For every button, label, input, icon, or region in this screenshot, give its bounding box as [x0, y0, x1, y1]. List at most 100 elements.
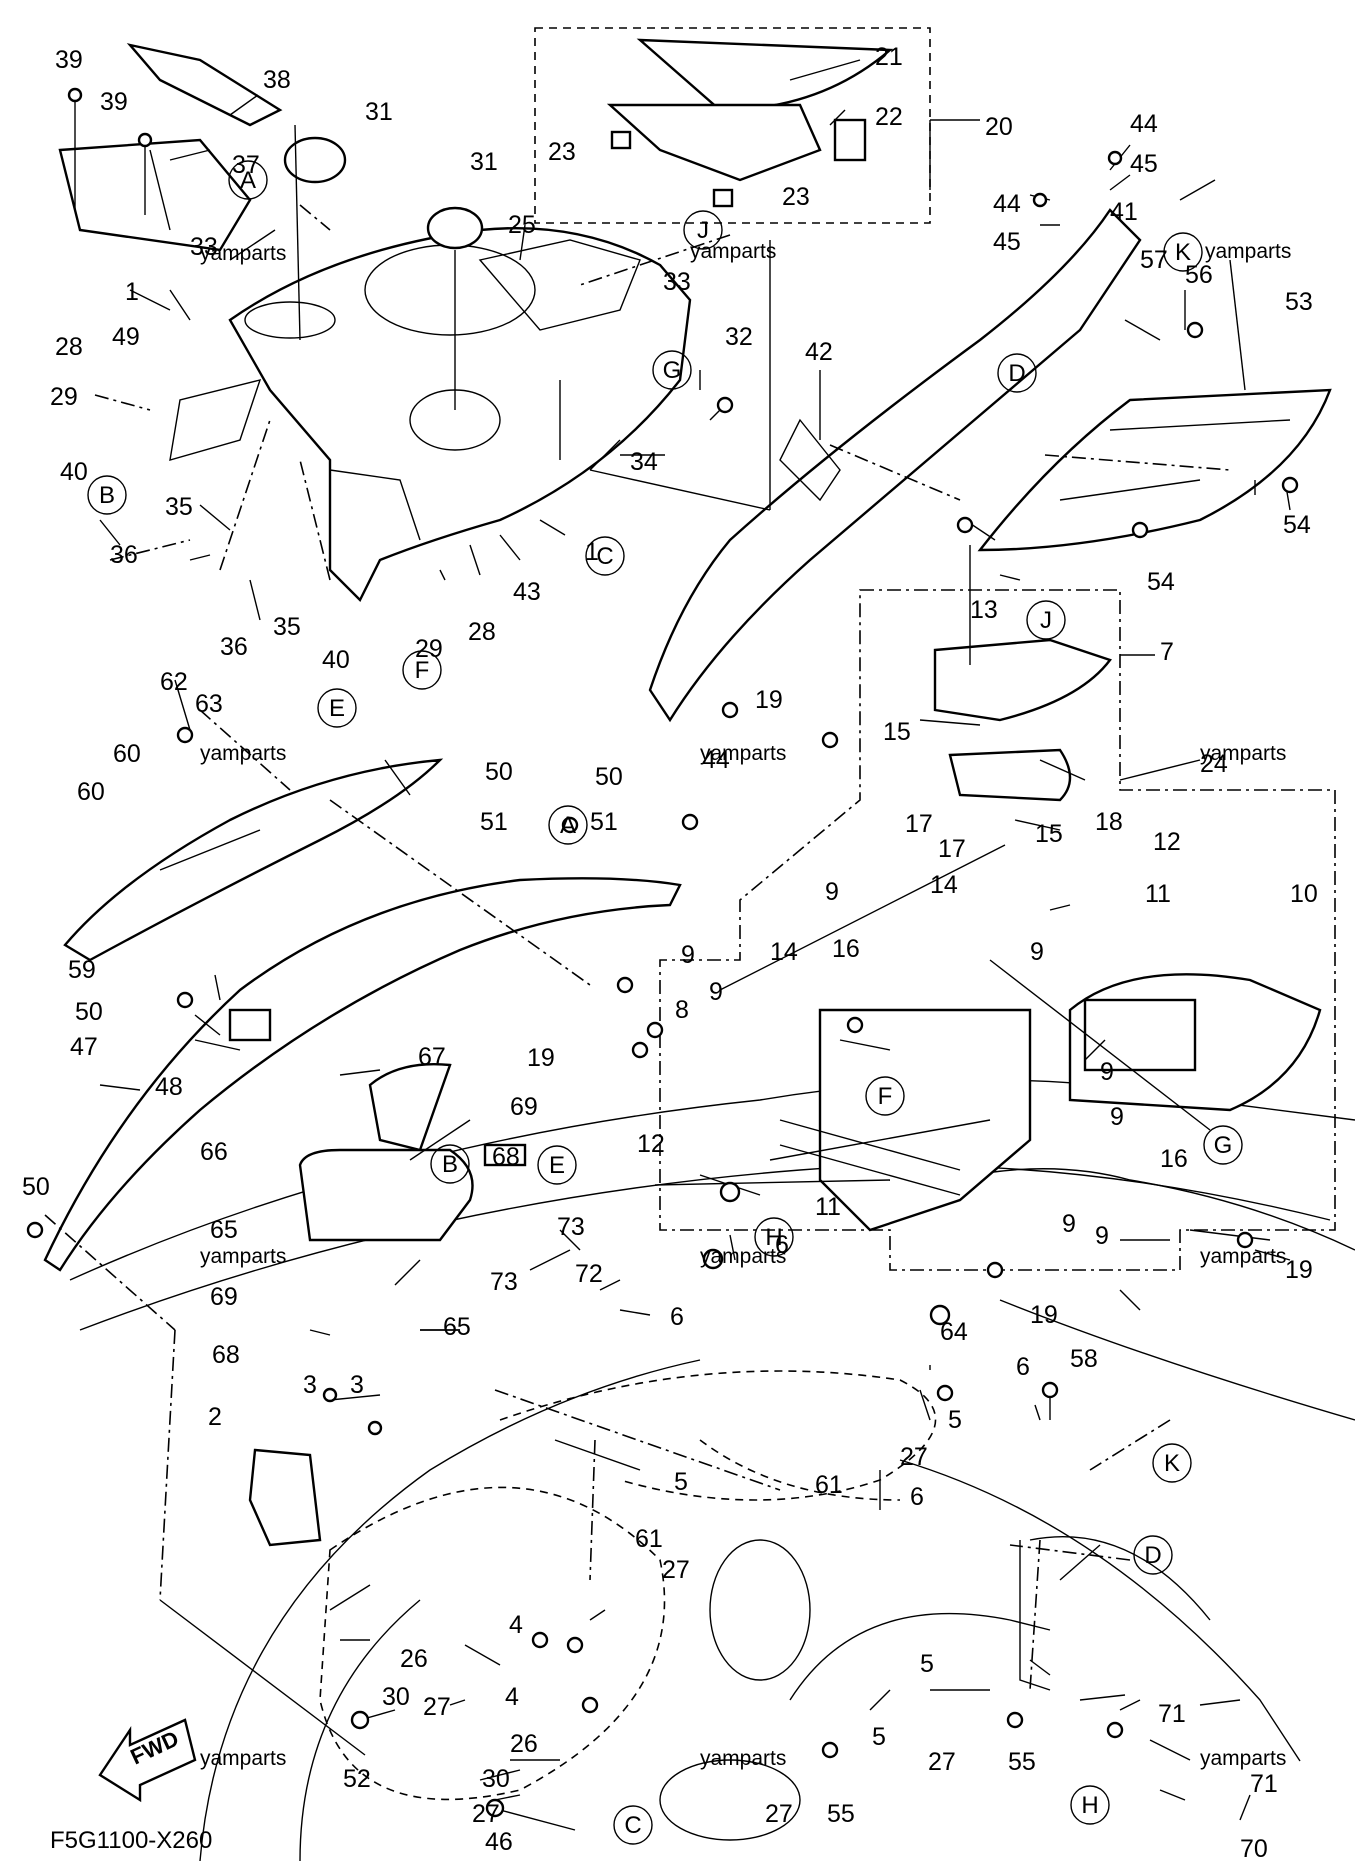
callout: 27	[472, 1800, 500, 1828]
callout: 31	[470, 148, 498, 176]
callout: 19	[755, 686, 783, 714]
callout: 72	[575, 1260, 603, 1288]
callout: 3	[350, 1371, 364, 1399]
ref-letter: H	[765, 1224, 782, 1251]
callout: 11	[1145, 880, 1171, 908]
callout: 5	[872, 1723, 886, 1751]
callout: 50	[595, 763, 623, 791]
callout: 57	[1140, 246, 1168, 274]
callout: 30	[382, 1683, 410, 1711]
callout: 33	[663, 268, 691, 296]
callout: 14	[930, 871, 958, 899]
electrical-box	[779, 638, 1322, 1232]
callout: 28	[55, 333, 83, 361]
callout: 60	[113, 740, 141, 768]
callout: 36	[110, 541, 138, 569]
callout: 4	[509, 1611, 523, 1639]
watermark: yamparts	[200, 1747, 286, 1770]
ref-letter: J	[1040, 607, 1052, 634]
callout: 50	[485, 758, 513, 786]
callout: 18	[1095, 808, 1123, 836]
callout: 61	[635, 1525, 663, 1553]
callout: 53	[1285, 288, 1313, 316]
callout: 69	[510, 1093, 538, 1121]
callout: 1	[125, 278, 139, 306]
watermark: yamparts	[200, 242, 286, 265]
ref-letter: C	[624, 1812, 641, 1839]
callout: 3	[303, 1371, 317, 1399]
callout: 31	[365, 98, 393, 126]
glovebox-lid	[606, 38, 894, 208]
callout: 45	[1130, 150, 1158, 178]
callout: 54	[1147, 568, 1175, 596]
callout: 34	[630, 448, 658, 476]
callout: 27	[900, 1443, 928, 1471]
callout: 19	[1285, 1256, 1313, 1284]
callout: 16	[832, 935, 860, 963]
callout: 64	[940, 1318, 968, 1346]
side-panel-right-53	[977, 388, 1332, 552]
callout: 9	[1062, 1210, 1076, 1238]
callout: 36	[220, 633, 248, 661]
callout: 21	[875, 43, 903, 71]
callout: 9	[1095, 1222, 1109, 1250]
callout-numbers: 39 38 39 31 37 31 21 22 20 23 23 44 45 4…	[22, 43, 1318, 1861]
fasteners	[26, 87, 1299, 1818]
callout: 60	[77, 778, 105, 806]
callout: 49	[112, 323, 140, 351]
callout: 2	[208, 1403, 222, 1431]
callout: 55	[1008, 1748, 1036, 1776]
callout: 56	[1185, 261, 1213, 289]
group-box-electrical	[659, 589, 1336, 1271]
callout: 27	[423, 1693, 451, 1721]
ref-letter: A	[560, 812, 576, 839]
callout: 35	[165, 493, 193, 521]
callout: 14	[770, 938, 798, 966]
ref-letter: D	[1144, 1542, 1161, 1569]
watermark: yamparts	[700, 1747, 786, 1770]
watermark: yamparts	[700, 1245, 786, 1268]
callout: 55	[827, 1800, 855, 1828]
callout: 73	[557, 1213, 585, 1241]
battery-66	[298, 1063, 527, 1242]
ref-letter: H	[1081, 1792, 1098, 1819]
callout: 70	[1240, 1835, 1268, 1861]
ref-letter: B	[99, 482, 115, 509]
callout: 4	[505, 1683, 519, 1711]
storage-tray	[58, 43, 484, 252]
callout: 6	[775, 1231, 789, 1259]
callout: 66	[200, 1138, 228, 1166]
ref-letter: J	[697, 217, 709, 244]
ref-letter: A	[240, 167, 256, 194]
callout: 54	[1283, 511, 1311, 539]
callout: 35	[273, 613, 301, 641]
callout: 48	[155, 1073, 183, 1101]
callout: 47	[70, 1033, 98, 1061]
ref-letter: G	[663, 357, 682, 384]
ref-letter: E	[549, 1152, 565, 1179]
watermark: yamparts	[200, 1245, 286, 1268]
callout: 9	[1030, 938, 1044, 966]
callout: 46	[485, 1828, 513, 1856]
callout: 68	[212, 1341, 240, 1369]
callout: 65	[210, 1216, 238, 1244]
ref-letter: F	[878, 1083, 893, 1110]
watermark: yamparts	[690, 240, 776, 263]
ref-letter: K	[1164, 1450, 1180, 1477]
callout: 5	[948, 1406, 962, 1434]
callout: 22	[875, 103, 903, 131]
callout: 40	[60, 458, 88, 486]
callout: 52	[343, 1765, 371, 1793]
callout: 23	[782, 183, 810, 211]
callout: 33	[190, 233, 218, 261]
callout: 59	[68, 956, 96, 984]
callout: 25	[508, 211, 536, 239]
watermark: yamparts	[700, 742, 786, 765]
callout: 9	[709, 978, 723, 1006]
callout: 44	[702, 746, 730, 774]
callout: 37	[232, 151, 260, 179]
callout: 23	[548, 138, 576, 166]
callout: 5	[674, 1468, 688, 1496]
gunwale-47	[43, 877, 682, 1272]
